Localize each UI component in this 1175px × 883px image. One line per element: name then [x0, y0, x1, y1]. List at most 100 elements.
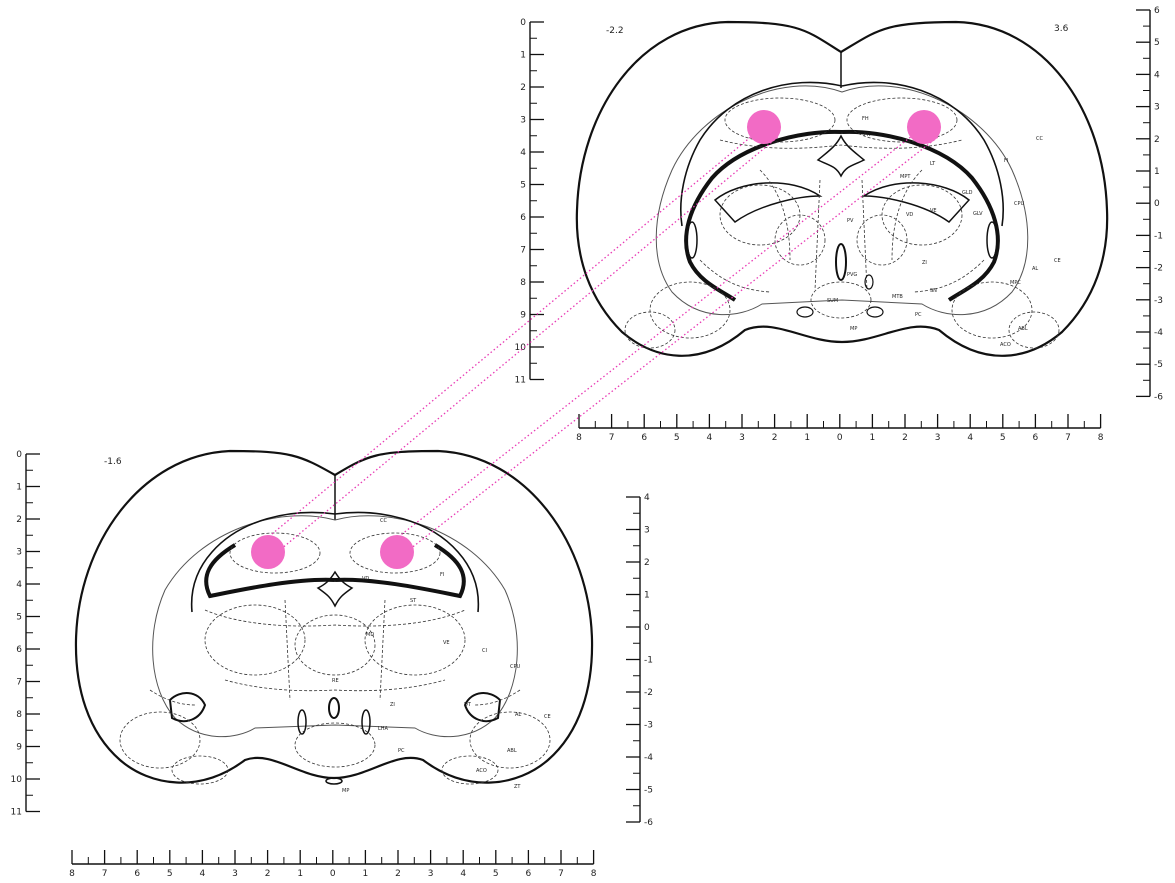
lower-bottom-scale-tick-label: 7	[102, 869, 108, 879]
upper-right-scale-tick-label: 0	[1154, 199, 1160, 209]
lower-region-label: VE	[443, 640, 450, 646]
upper-left-injection-marker	[747, 110, 781, 144]
upper-region-label: SN	[930, 288, 937, 294]
lower-right-scale: 43210-1-2-3-4-5-6	[626, 493, 653, 828]
lower-amygdala-left	[170, 693, 205, 721]
lower-region-label: AL	[515, 712, 521, 718]
upper-region-label: ABL	[1018, 326, 1028, 332]
lower-left-scale-tick-label: 0	[16, 450, 22, 460]
upper-right-scale-tick-label: 4	[1154, 70, 1160, 80]
upper-bottom-scale: 87654321012345678	[576, 414, 1104, 443]
upper-region-label: AL	[1032, 266, 1038, 272]
lower-left-scale-tick-label: 4	[16, 580, 22, 590]
upper-right-scale-tick-label: 6	[1154, 6, 1160, 16]
upper-right-scale-tick-label: -3	[1154, 296, 1163, 306]
lower-left-scale-tick-label: 11	[11, 808, 22, 818]
lower-bottom-scale-tick-label: 4	[460, 869, 466, 879]
lower-bottom-scale-tick-label: 1	[363, 869, 369, 879]
lower-right-scale-tick-label: 2	[644, 558, 650, 568]
lower-right-scale-tick-label: -6	[644, 818, 653, 828]
lower-left-scale-tick-label: 2	[16, 515, 22, 525]
upper-right-scale-tick-label: -1	[1154, 231, 1163, 241]
lower-bottom-scale-tick-label: 1	[297, 869, 303, 879]
upper-bottom-scale-tick-label: 2	[902, 433, 908, 443]
upper-small-oval-a	[865, 275, 873, 289]
lower-region-label: VD	[362, 576, 369, 582]
lower-bottom-scale-tick-label: 2	[265, 869, 271, 879]
upper-right-scale-tick-label: 5	[1154, 38, 1160, 48]
lower-cortex-boundary	[153, 516, 518, 737]
lower-right-scale-tick-label: 1	[644, 591, 650, 601]
upper-left-scale-tick-label: 3	[520, 116, 526, 126]
lower-right-scale-tick-label: 0	[644, 623, 650, 633]
lower-region-label: MP	[342, 788, 349, 794]
upper-bottom-scale-tick-label: 1	[804, 433, 810, 443]
upper-left-scale-tick-label: 4	[520, 148, 526, 158]
lower-bottom-scale: 87654321012345678	[69, 850, 597, 879]
lower-left-scale-tick-label: 10	[11, 775, 23, 785]
projection-line-right	[383, 137, 910, 548]
upper-region-label: MPT	[900, 174, 911, 180]
lower-region-label: RE	[332, 678, 339, 684]
lower-bottom-scale-tick-label: 8	[591, 869, 597, 879]
lower-region-label: ZT	[514, 784, 521, 790]
upper-region-label: ZI	[922, 260, 927, 266]
upper-bottom-scale-tick-label: 1	[870, 433, 876, 443]
lower-third-ventricle	[329, 698, 339, 718]
lower-bottom-scale-tick-label: 4	[200, 869, 206, 879]
upper-bottom-scale-tick-label: 0	[837, 433, 843, 443]
upper-interaural-label: 3.6	[1054, 24, 1069, 34]
upper-bottom-scale-tick-label: 3	[739, 433, 745, 443]
lower-right-scale-tick-label: -4	[644, 753, 653, 763]
upper-bottom-scale-tick-label: 8	[576, 433, 582, 443]
lower-left-scale-tick-label: 7	[16, 678, 22, 688]
upper-left-scale: 01234567891011	[515, 18, 544, 386]
lower-left-scale-tick-label: 6	[16, 645, 22, 655]
upper-region-label: LT	[930, 161, 936, 167]
projection-line-right	[411, 137, 938, 548]
upper-region-label: SUM	[827, 298, 838, 304]
upper-bottom-scale-tick-label: 3	[935, 433, 941, 443]
upper-region-label: ACO	[1000, 342, 1011, 348]
upper-left-scale-tick-label: 11	[515, 376, 526, 386]
upper-region-label: PC	[915, 312, 922, 318]
upper-region-label: FI	[1004, 158, 1008, 164]
upper-lateral-slit-right	[987, 222, 997, 258]
upper-corpus-callosum-right	[842, 82, 1003, 226]
upper-region-label: PVG	[847, 272, 857, 278]
injection-markers	[251, 110, 941, 569]
upper-right-scale-tick-label: 2	[1154, 135, 1160, 145]
upper-brain-section: FH CC FI LT GLD GLV CPU PV PVG ZI SUM MT…	[515, 6, 1164, 443]
upper-bottom-scale-tick-label: 4	[707, 433, 713, 443]
upper-region-label: MTB	[892, 294, 903, 300]
lower-region-label: ZI	[390, 702, 395, 708]
lower-region-label: PC	[398, 748, 405, 754]
lower-region-label: ST	[410, 598, 417, 604]
upper-bottom-scale-tick-label: 4	[967, 433, 973, 443]
upper-ventricle-notch	[818, 136, 864, 176]
lower-right-injection-marker	[380, 535, 414, 569]
lower-bottom-scale-tick-label: 3	[428, 869, 434, 879]
upper-right-scale-tick-label: -2	[1154, 264, 1163, 274]
lower-region-label: FI	[440, 572, 444, 578]
upper-region-label: GLD	[962, 190, 973, 196]
upper-bregma-label: -2.2	[606, 26, 624, 36]
upper-left-scale-tick-label: 6	[520, 213, 526, 223]
lower-lateral-slit-right	[362, 710, 370, 734]
lower-left-scale-tick-label: 3	[16, 548, 22, 558]
upper-region-label: CE	[1054, 258, 1061, 264]
lower-bottom-scale-tick-label: 2	[395, 869, 401, 879]
projection-connectors	[254, 137, 937, 548]
lower-region-label: LHA	[378, 726, 389, 732]
lower-right-scale-tick-label: -2	[644, 688, 653, 698]
lower-left-scale-tick-label: 1	[16, 483, 22, 493]
upper-left-scale-tick-label: 5	[520, 181, 526, 191]
lower-left-scale: 01234567891011	[11, 450, 40, 818]
lower-right-scale-tick-label: -3	[644, 721, 653, 731]
upper-bottom-scale-tick-label: 5	[674, 433, 680, 443]
upper-left-scale-tick-label: 7	[520, 246, 526, 256]
upper-dentate-right	[864, 183, 969, 222]
upper-small-oval-c	[867, 307, 883, 317]
